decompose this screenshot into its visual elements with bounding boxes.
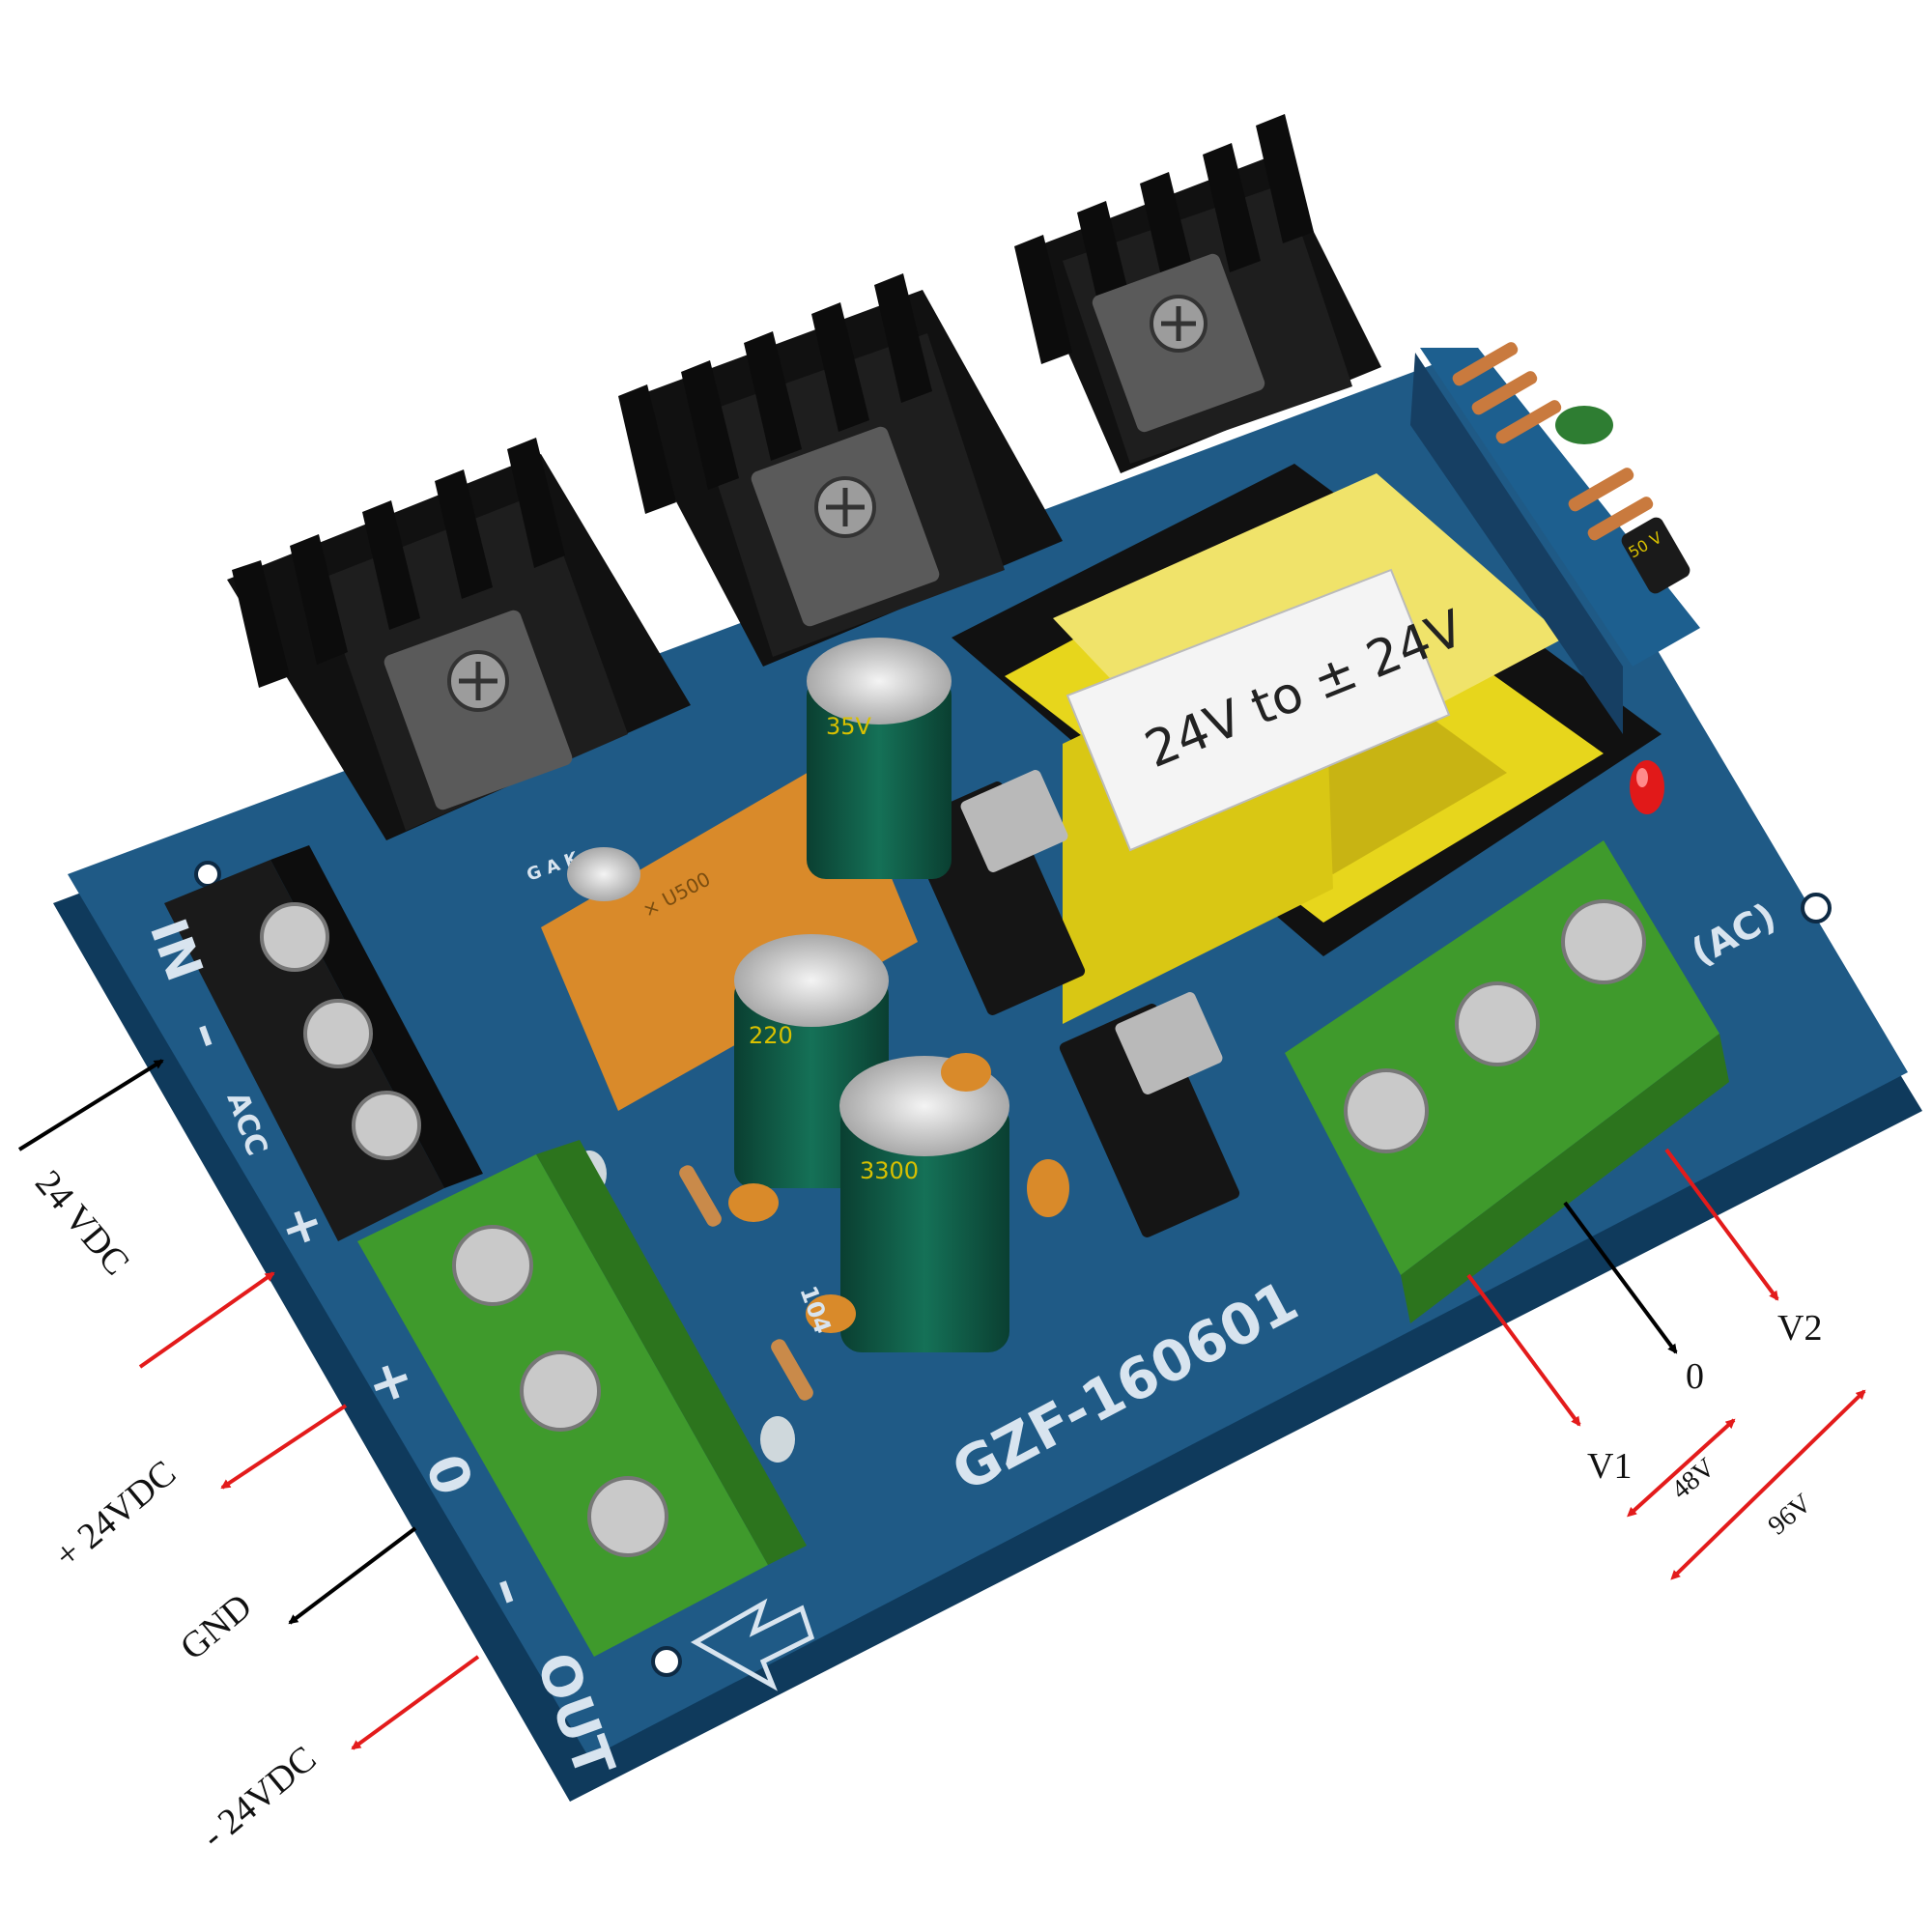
transistor-1 [384,610,573,810]
to220-transistor-b [1059,992,1240,1237]
transistor-3 [1092,253,1265,433]
ac-zero-label: 0 [1686,1356,1704,1397]
transformer: 24V to ± 24V [952,464,1662,1024]
out-minus-label: - 24VDC [194,1738,325,1856]
direction-arrow-icon [690,1598,815,1691]
annotation-arrows [17,1059,1866,1750]
output-terminal-block [357,1140,807,1657]
electrolytic-capacitor-1: 35V [807,638,952,879]
capacitor-mark-3: 3300 [860,1157,919,1184]
capacitor-mark-1: 35V [826,713,872,740]
out-plus-label: + 24VDC [47,1453,184,1577]
ac-terminal-block [1285,840,1729,1323]
electrolytic-capacitor-3: 3300 [839,1056,1009,1352]
span-48-label: 48V [1666,1453,1721,1506]
capacitor-mark-2: 220 [749,1022,793,1049]
span-96-label: 96V [1763,1489,1818,1542]
small-electrolytic-capacitor [567,847,640,901]
input-terminal-block [164,845,483,1241]
red-led [1630,760,1664,814]
daughter-board: 50 V [1410,342,1700,734]
input-voltage-label: 24 VDC [27,1163,137,1283]
out-gnd-label: GND [173,1586,260,1668]
transistor-2 [751,426,940,627]
ac-v1-label: V1 [1587,1446,1632,1487]
ac-v2-label: V2 [1777,1308,1822,1349]
